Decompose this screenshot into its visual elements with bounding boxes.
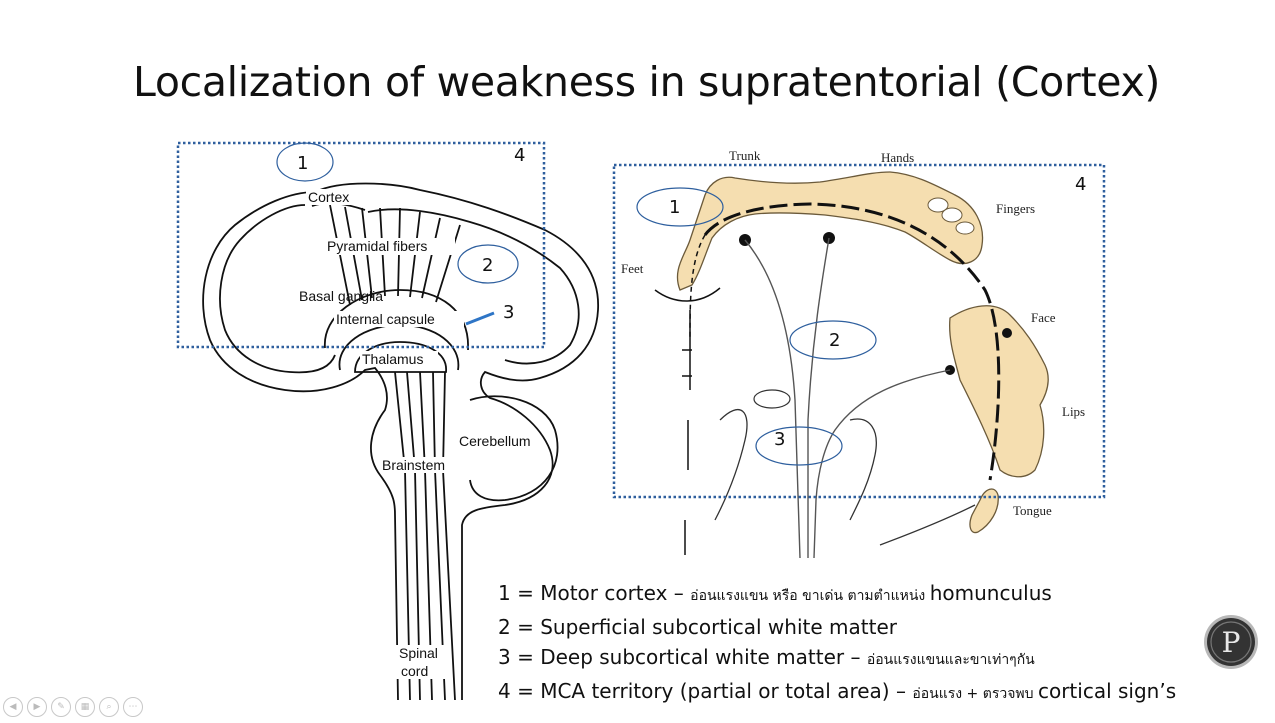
left-marker-3-pointer <box>465 311 495 326</box>
pen-icon[interactable]: ✎ <box>51 697 71 717</box>
more-icon[interactable]: ⋯ <box>123 697 143 717</box>
slide-title: Localization of weakness in supratentori… <box>133 58 1161 106</box>
legend-row-4: 4 = MCA territory (partial or total area… <box>498 676 1176 710</box>
label-trunk: Trunk <box>729 148 761 163</box>
legend-4-thai: อ่อนแรง + ตรวจพบ <box>912 685 1038 702</box>
label-internal-capsule: Internal capsule <box>336 311 435 327</box>
legend-3-text: 3 = Deep subcortical white matter – <box>498 645 867 669</box>
legend-1-text: 1 = Motor cortex – <box>498 581 691 605</box>
legend: 1 = Motor cortex – อ่อนแรงแขน หรือ ขาเด่… <box>498 578 1176 709</box>
zoom-icon[interactable]: ⌕ <box>99 697 119 717</box>
cortical-arc <box>703 202 1001 481</box>
label-lips: Lips <box>1062 404 1085 419</box>
label-thalamus: Thalamus <box>362 351 423 367</box>
legend-1-thai: อ่อนแรงแขน หรือ ขาเด่น ตามตำแหน่ง <box>690 588 930 604</box>
left-labels: Cortex Pyramidal fibers Basal ganglia In… <box>299 189 531 679</box>
left-marker-2: 2 <box>482 255 493 276</box>
left-marker-3: 3 <box>503 302 514 323</box>
left-marker-1: 1 <box>297 153 308 174</box>
cortex-outer-outline <box>202 182 599 701</box>
label-brainstem: Brainstem <box>382 457 445 473</box>
legend-4-end: cortical sign’s <box>1037 678 1177 703</box>
legend-3-thai: อ่อนแรงแขนและขาเท่าๆกัน <box>866 652 1035 668</box>
legend-1-end: homunculus <box>929 581 1052 605</box>
label-fingers: Fingers <box>996 201 1035 216</box>
label-hands: Hands <box>881 150 914 165</box>
homunculus-eye <box>1002 328 1012 338</box>
slideshow-controls: ◀ ▶ ✎ ▦ ⌕ ⋯ <box>3 697 143 717</box>
right-marker-1: 1 <box>669 197 680 218</box>
label-face: Face <box>1031 310 1056 325</box>
label-basal-ganglia: Basal ganglia <box>299 288 383 304</box>
label-cerebellum: Cerebellum <box>459 433 531 449</box>
label-feet: Feet <box>621 261 644 276</box>
logo-letter: P <box>1222 626 1241 659</box>
cerebellum-outline <box>469 395 559 502</box>
legend-row-3: 3 = Deep subcortical white matter – อ่อน… <box>498 642 1176 676</box>
next-icon[interactable]: ▶ <box>27 697 47 717</box>
right-marker-3: 3 <box>774 429 785 450</box>
legend-row-2: 2 = Superficial subcortical white matter <box>498 612 1176 643</box>
homunculus-body <box>676 171 984 291</box>
right-marker-3-ellipse <box>755 426 843 466</box>
left-marker-1-ellipse <box>276 142 334 182</box>
label-spinal: Spinal <box>399 645 438 661</box>
label-cord: cord <box>401 663 428 679</box>
right-mca-territory-box <box>612 163 1106 499</box>
label-tongue: Tongue <box>1013 503 1052 518</box>
label-pyramidal-fibers: Pyramidal fibers <box>327 238 427 254</box>
legend-2-text: 2 = Superficial subcortical white matter <box>498 614 897 639</box>
right-marker-2: 2 <box>829 330 840 351</box>
left-marker-2-ellipse <box>457 244 519 284</box>
right-homunculus-diagram <box>654 171 1049 559</box>
right-marker-1-ellipse <box>636 187 724 227</box>
legend-4-text: 4 = MCA territory (partial or total area… <box>498 678 913 703</box>
legend-row-1: 1 = Motor cortex – อ่อนแรงแขน หรือ ขาเด่… <box>498 578 1176 612</box>
left-marker-4: 4 <box>514 145 525 166</box>
prev-icon[interactable]: ◀ <box>3 697 23 717</box>
slides-icon[interactable]: ▦ <box>75 697 95 717</box>
homunculus-tongue <box>969 488 999 534</box>
right-labels: Trunk Hands Fingers Feet Face Lips Tongu… <box>621 148 1085 518</box>
right-marker-4: 4 <box>1075 174 1086 195</box>
right-marker-2-ellipse <box>789 320 877 360</box>
label-cortex: Cortex <box>308 189 349 205</box>
presenter-logo: P <box>1204 615 1258 669</box>
